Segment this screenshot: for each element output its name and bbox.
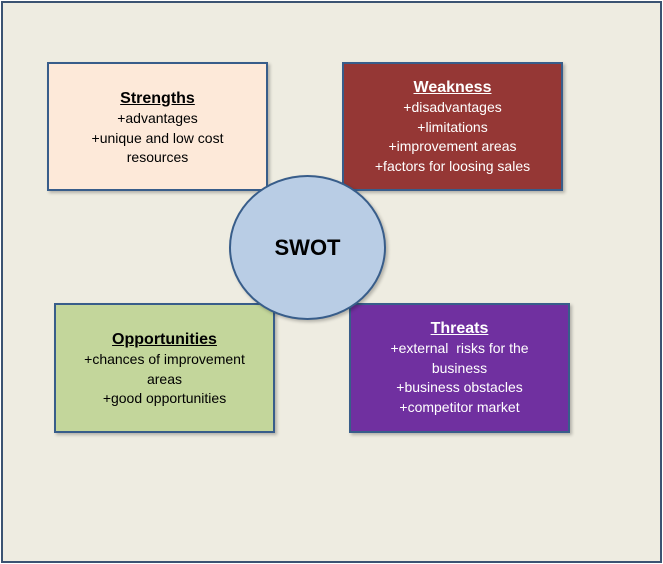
threats-line: business [431, 359, 488, 376]
opportunities-title: Opportunities [112, 331, 217, 348]
swot-center-circle: SWOT [229, 175, 386, 320]
threats-line: +competitor market [399, 398, 520, 415]
threats-line: +business obstacles [396, 379, 523, 395]
weakness-line: +factors for loosing sales [374, 157, 531, 174]
opportunities-box: Opportunities +chances of improvement ar… [54, 303, 275, 433]
opportunities-line: +good opportunities [102, 390, 227, 406]
strengths-line: +advantages [117, 110, 198, 126]
weakness-line: +limitations [417, 118, 488, 135]
weakness-box: Weakness +disadvantages +limitations +im… [342, 62, 563, 191]
threats-title: Threats [430, 320, 489, 337]
opportunities-line: +chances of improvement [84, 351, 245, 367]
threats-box: Threats +external risks for the business… [349, 303, 570, 433]
strengths-line: resources [126, 149, 189, 165]
strengths-line: +unique and low cost [91, 129, 224, 146]
weakness-line: +disadvantages [403, 99, 502, 115]
threats-line: +external risks for the [390, 340, 529, 356]
weakness-title: Weakness [413, 79, 492, 96]
strengths-box: Strengths +advantages +unique and low co… [47, 62, 268, 191]
weakness-line: +improvement areas [388, 138, 517, 154]
opportunities-line: areas [146, 370, 183, 387]
strengths-title: Strengths [120, 90, 195, 107]
swot-center-label: SWOT [274, 234, 341, 260]
